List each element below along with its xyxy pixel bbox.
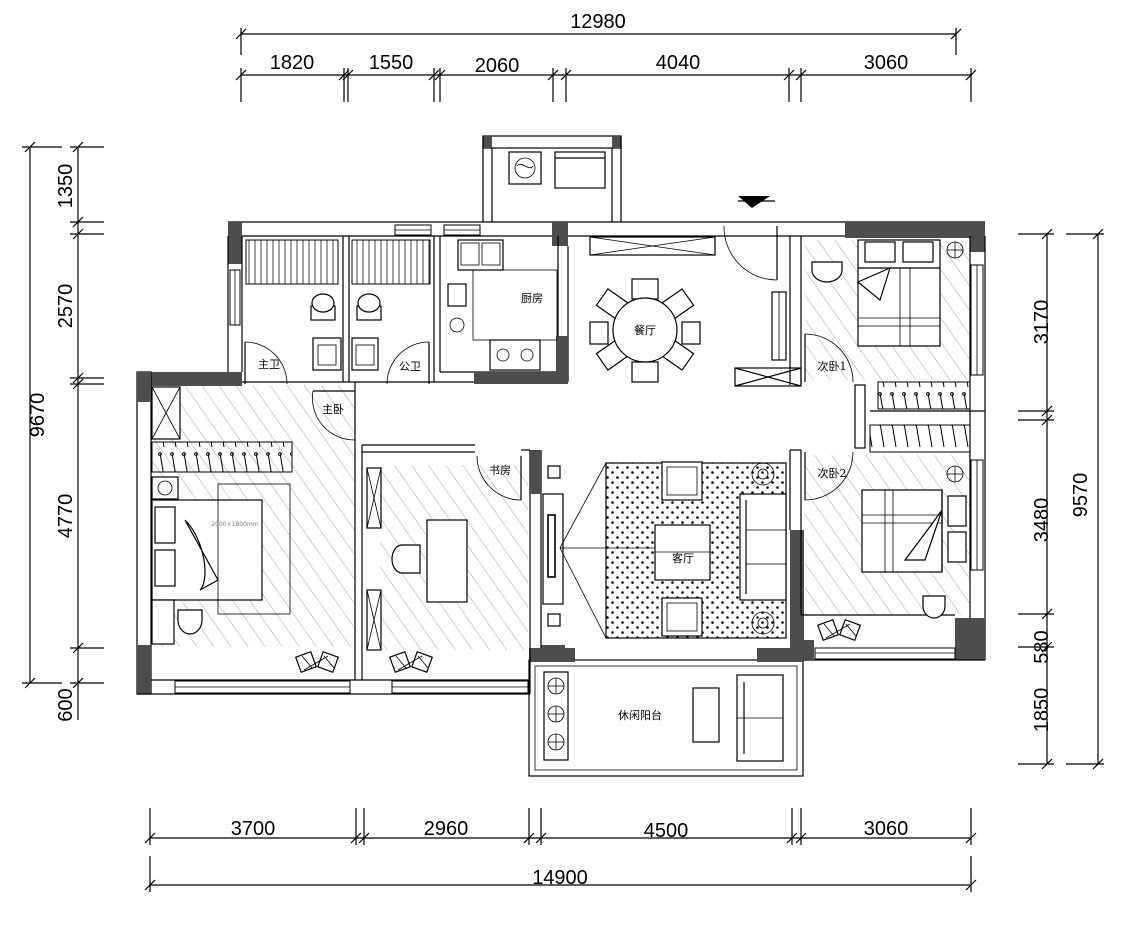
doors (244, 196, 854, 501)
room-label-public-bath: 公卫 (399, 360, 421, 373)
entry-arrow-icon (738, 196, 770, 208)
dim-left-seg-3: 4770 (55, 494, 77, 539)
room-label-living: 客厅 (672, 551, 694, 565)
bed-size-note: 2000×1800mm (211, 521, 258, 528)
dim-right-seg-1: 3170 (1031, 300, 1053, 345)
kitchen-fixtures: 厨房 (447, 239, 558, 371)
dim-left-seg-4: 600 (55, 688, 77, 721)
room-label-dining: 餐厅 (634, 323, 656, 337)
dim-bottom-seg-3: 4500 (644, 820, 689, 842)
room-label-second-bed-1: 次卧1 (818, 359, 847, 373)
dim-left-seg-1: 1350 (55, 164, 77, 209)
utility-appliances (508, 151, 606, 189)
dim-top-seg-2: 1550 (369, 52, 414, 74)
dim-top-total: 12980 (570, 11, 626, 33)
second-bedroom-2: 次卧2 (816, 424, 971, 642)
dim-bottom-seg-2: 2960 (424, 818, 469, 840)
room-label-balcony: 休闲阳台 (618, 708, 662, 722)
dim-top-seg-1: 1820 (270, 52, 315, 74)
dim-left-total: 9670 (27, 393, 49, 438)
top-dimensions: 12980 1820 1550 2060 (235, 11, 977, 102)
exterior-walls (136, 135, 986, 777)
dim-right-seg-3: 580 (1031, 630, 1053, 663)
living-room: 客厅 (542, 461, 787, 639)
room-label-master-bath: 主卫 (258, 358, 280, 371)
plant-icon-study (388, 650, 434, 674)
study: 书房 (366, 464, 511, 674)
planter-icon (547, 677, 565, 751)
leisure-balcony: 休闲阳台 (543, 671, 784, 762)
dim-top-seg-5: 3060 (864, 52, 909, 74)
dim-top-seg-4: 4040 (656, 52, 701, 74)
bottom-dimensions: 3700 2960 4500 3060 14900 (144, 808, 977, 892)
dim-bottom-seg-4: 3060 (864, 818, 909, 840)
dim-bottom-total: 14900 (532, 867, 588, 889)
master-bedroom: 2000×1800mm 主卧 (151, 386, 344, 674)
dim-bottom-seg-1: 3700 (231, 818, 276, 840)
interior-walls (242, 236, 985, 694)
room-label-master-bed: 主卧 (322, 403, 344, 416)
bathroom-fixtures: 主卫 公卫 (245, 239, 431, 373)
plant-icon-bed2 (816, 618, 862, 642)
room-label-kitchen: 厨房 (521, 292, 543, 305)
dining-set: 餐厅 (589, 236, 787, 383)
windows (174, 224, 984, 694)
dim-right-seg-4: 1850 (1031, 688, 1053, 733)
dim-right-total: 9570 (1070, 473, 1092, 518)
second-bedroom-1: 次卧1 (811, 239, 971, 410)
dim-right-seg-2: 3480 (1031, 498, 1053, 543)
dim-top-seg-3: 2060 (475, 55, 520, 77)
room-label-study: 书房 (489, 464, 511, 477)
left-dimensions: 9670 1350 2570 4770 600 (22, 141, 104, 722)
right-dimensions: 9570 3170 3480 580 1850 (1018, 228, 1104, 770)
dim-left-seg-2: 2570 (55, 284, 77, 329)
plant-icon (294, 650, 340, 674)
room-label-second-bed-2: 次卧2 (818, 466, 847, 480)
